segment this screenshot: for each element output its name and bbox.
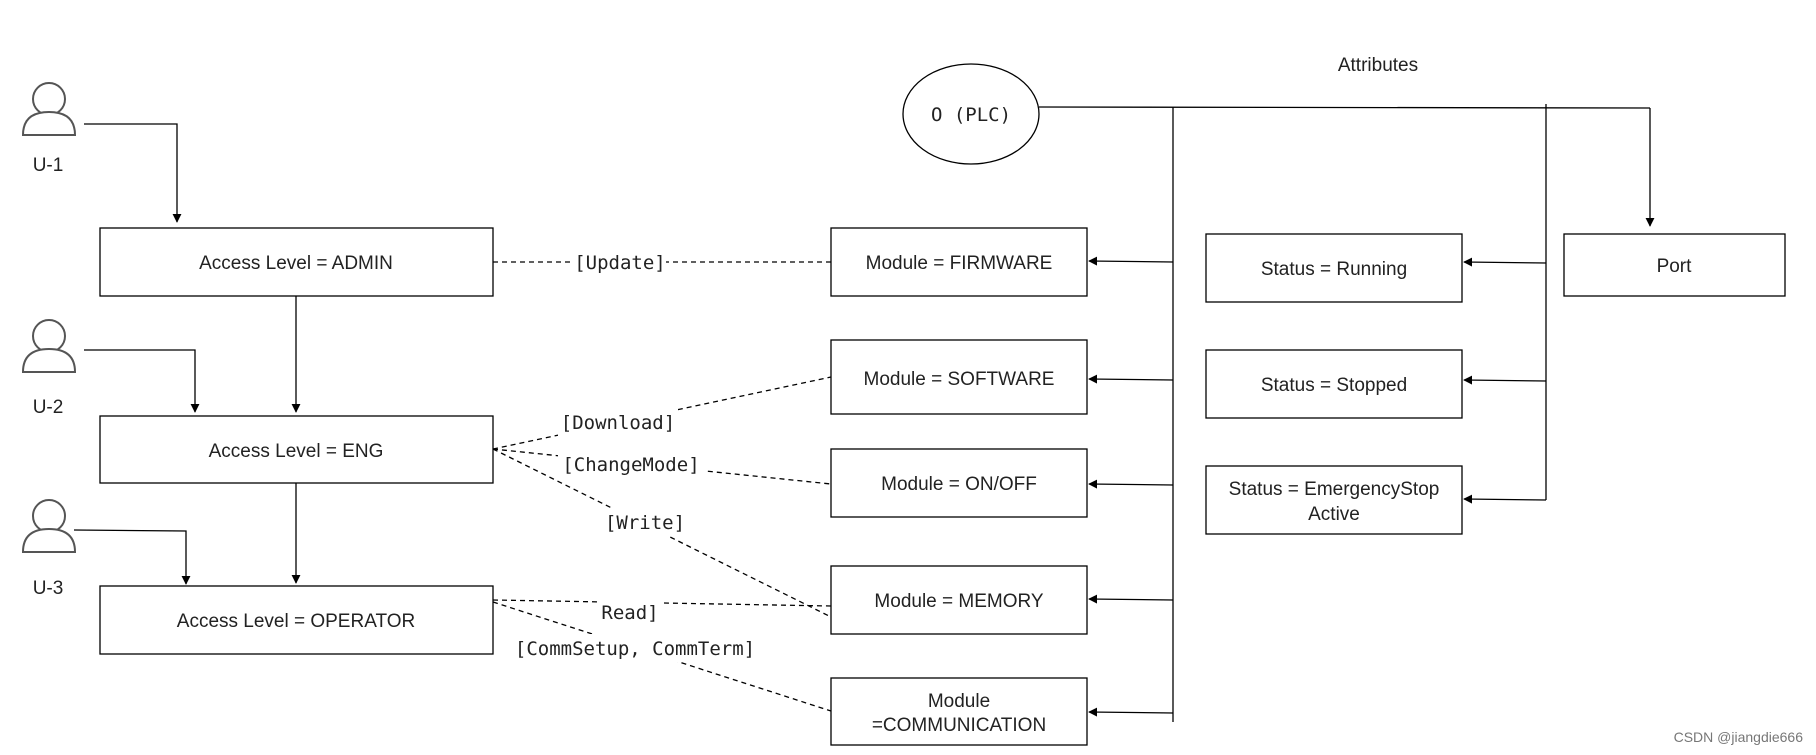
edge-label-write: [Write] — [605, 512, 685, 534]
user-u1: U-1 — [21, 82, 77, 176]
edge-label-download: [Download] — [561, 412, 675, 434]
edge-bus-emergency — [1463, 494, 1547, 504]
edge-bus-onoff — [1088, 479, 1174, 489]
status-running: Status = Running — [1205, 233, 1463, 303]
user-icon — [21, 499, 77, 553]
access-level-admin: Access Level = ADMIN — [99, 227, 494, 297]
edge-bus-firmware — [1088, 256, 1174, 266]
edge-operator-memory — [492, 599, 832, 607]
module-software: Module = SOFTWARE — [830, 339, 1088, 415]
user-label: U-2 — [33, 397, 64, 418]
edge-label-change-mode: [ChangeMode] — [562, 454, 699, 476]
access-level-label: Access Level = ENG — [209, 441, 384, 462]
access-level-label: Access Level = ADMIN — [199, 253, 393, 274]
edge-bus-stopped — [1463, 375, 1547, 385]
edge-eng-onoff — [492, 448, 832, 485]
module-communication: Module =COMMUNICATION — [830, 677, 1088, 746]
port-label: Port — [1657, 256, 1693, 277]
status-label: Status = Running — [1261, 259, 1407, 280]
edge-bus-memory — [1088, 594, 1174, 604]
module-label-line1: Module — [928, 691, 990, 712]
status-label: Status = Stopped — [1261, 375, 1407, 396]
edge-labels: [Update] [Download] [ChangeMode] [Write]… — [496, 248, 774, 662]
module-memory: Module = MEMORY — [830, 565, 1088, 635]
edge-u3-operator — [73, 529, 191, 585]
module-firmware: Module = FIRMWARE — [830, 227, 1088, 297]
edge-label-comm: [CommSetup, CommTerm] — [515, 638, 755, 660]
edge-label-update: [Update] — [574, 252, 666, 274]
user-u3: U-3 — [21, 499, 77, 599]
module-label: Module = MEMORY — [874, 591, 1043, 612]
module-onoff: Module = ON/OFF — [830, 448, 1088, 518]
status-emergency-stop: Status = EmergencyStop Active — [1205, 465, 1463, 535]
access-level-operator: Access Level = OPERATOR — [99, 585, 494, 655]
port-node: Port — [1563, 233, 1786, 297]
plc-bus-horizontal — [1038, 106, 1651, 109]
edge-bus-communication — [1088, 707, 1174, 717]
user-label: U-1 — [33, 155, 64, 176]
status-label-line1: Status = EmergencyStop — [1229, 479, 1440, 500]
edge-label-read: Read] — [601, 602, 658, 624]
edge-bus-running — [1463, 257, 1547, 267]
user-u2: U-2 — [21, 319, 77, 418]
attributes-heading: Attributes — [1338, 55, 1418, 76]
edge-u1-admin — [84, 123, 182, 223]
watermark: CSDN @jiangdie666 — [1674, 729, 1804, 745]
plc-node: O (PLC) — [902, 63, 1040, 165]
module-label: Module = FIRMWARE — [866, 253, 1053, 274]
edge-u2-eng — [84, 349, 200, 413]
status-label-line2: Active — [1308, 504, 1360, 525]
access-level-label: Access Level = OPERATOR — [177, 611, 415, 632]
plc-label: O (PLC) — [931, 104, 1011, 126]
module-label: Module = SOFTWARE — [864, 369, 1055, 390]
user-icon — [21, 82, 77, 136]
user-label: U-3 — [33, 578, 64, 599]
access-level-eng: Access Level = ENG — [99, 415, 494, 484]
edge-bus-software — [1088, 374, 1174, 384]
user-icon — [21, 319, 77, 373]
module-label-line2: =COMMUNICATION — [872, 715, 1046, 736]
module-label: Module = ON/OFF — [881, 474, 1037, 495]
status-stopped: Status = Stopped — [1205, 349, 1463, 419]
